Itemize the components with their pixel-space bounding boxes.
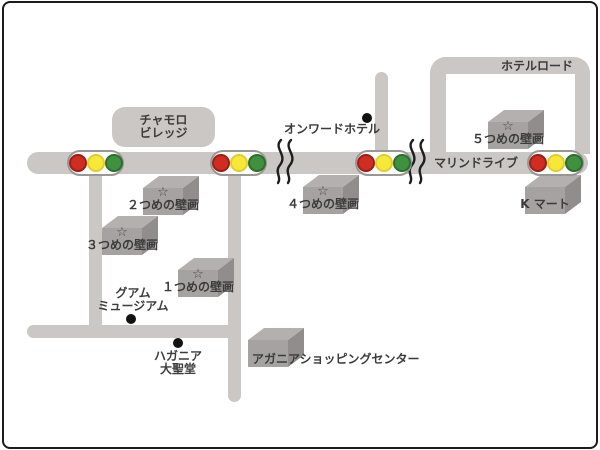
star-icon: ☆ [116,225,128,240]
traffic-light-3 [355,150,412,176]
box-side-face [142,216,158,255]
traffic-light-2 [210,150,267,176]
box-side-face [528,110,544,149]
green-light-icon [247,154,266,172]
hotel-road-label: ホテルロード [500,59,574,73]
mural-5-building: ☆ ５つめの壁画 [472,110,544,149]
onward-hotel-road-stub [375,72,388,157]
chamorro-village-area: チャモロ ビレッジ [112,107,215,147]
agana-shopping-center-building: アガニアショッピングセンター [248,328,420,367]
mural-1-building: ☆ １つめの壁画 [162,258,234,297]
traffic-light-4 [527,150,584,176]
box-top-face [303,175,359,187]
marine-drive-road [27,152,588,174]
mural-2-building: ☆ ２つめの壁画 [127,176,199,215]
box-side-face [288,328,304,367]
hagatna-cathedral-label-line2: 大聖堂 [159,362,197,376]
box-top-face [102,216,158,228]
mural-4-building: ☆ ４つめの壁画 [287,175,359,214]
box-side-face [183,176,199,215]
mural-5-label: ５つめの壁画 [471,132,545,146]
side-road-center [228,162,241,402]
onward-hotel-label: オンワードホテル [283,122,381,136]
box-front-face [248,340,288,367]
box-front-face [178,270,218,297]
mural-2-label: ２つめの壁画 [126,198,200,212]
yellow-light-icon [86,154,105,172]
box-top-face [143,176,199,188]
green-light-icon [392,154,411,172]
star-icon: ☆ [317,184,329,199]
guam-museum-dot [126,314,136,324]
k-mart-label: K マート [520,197,570,211]
red-light-icon [528,154,547,172]
box-side-face [343,175,359,214]
mural-3-building: ☆ ３つめの壁画 [86,216,158,255]
red-light-icon [68,154,87,172]
chamorro-village-label-line2: ビレッジ [139,126,188,140]
hagatna-cathedral-label-line1: ハガニア [153,349,203,363]
side-road-left [89,162,102,333]
guam-museum-label-line2: ミュージアム [97,299,169,313]
road-break-squiggle-icon [276,138,294,185]
red-light-icon [211,154,230,172]
green-light-icon [564,154,583,172]
mural-3-label: ３つめの壁画 [85,238,159,252]
green-light-icon [104,154,123,172]
box-front-face [303,187,343,214]
star-icon: ☆ [157,185,169,200]
onward-hotel-dot [362,113,372,123]
box-top-face [525,175,581,187]
guam-museum-label-line1: グアム [115,286,151,300]
box-front-face [143,188,183,215]
hagatna-cathedral-label: ハガニア 大聖堂 [154,350,202,376]
k-mart-building: K マート [520,175,581,214]
guam-museum-label: グアム ミュージアム [98,287,169,313]
mural-4-label: ４つめの壁画 [286,197,360,211]
star-icon: ☆ [192,267,204,282]
agana-shopping-center-label: アガニアショッピングセンター [252,352,420,366]
box-top-face [488,110,544,122]
box-side-face [218,258,234,297]
chamorro-village-label-line1: チャモロ [139,113,188,127]
hotel-road [430,57,590,154]
box-side-face [565,175,581,214]
box-front-face [488,122,528,149]
yellow-light-icon [229,154,248,172]
yellow-light-icon [374,154,393,172]
traffic-light-1 [67,150,124,176]
bottom-road [27,325,241,338]
hagatna-cathedral-dot [173,338,183,348]
yellow-light-icon [546,154,565,172]
red-light-icon [356,154,375,172]
mural-1-label: １つめの壁画 [161,280,235,294]
road-break-squiggle-icon [408,138,426,185]
star-icon: ☆ [502,119,514,134]
box-front-face [525,187,565,214]
box-front-face [102,228,142,255]
box-top-face [178,258,234,270]
marine-drive-label: マリンドライブ [433,156,519,170]
box-top-face [248,328,304,340]
